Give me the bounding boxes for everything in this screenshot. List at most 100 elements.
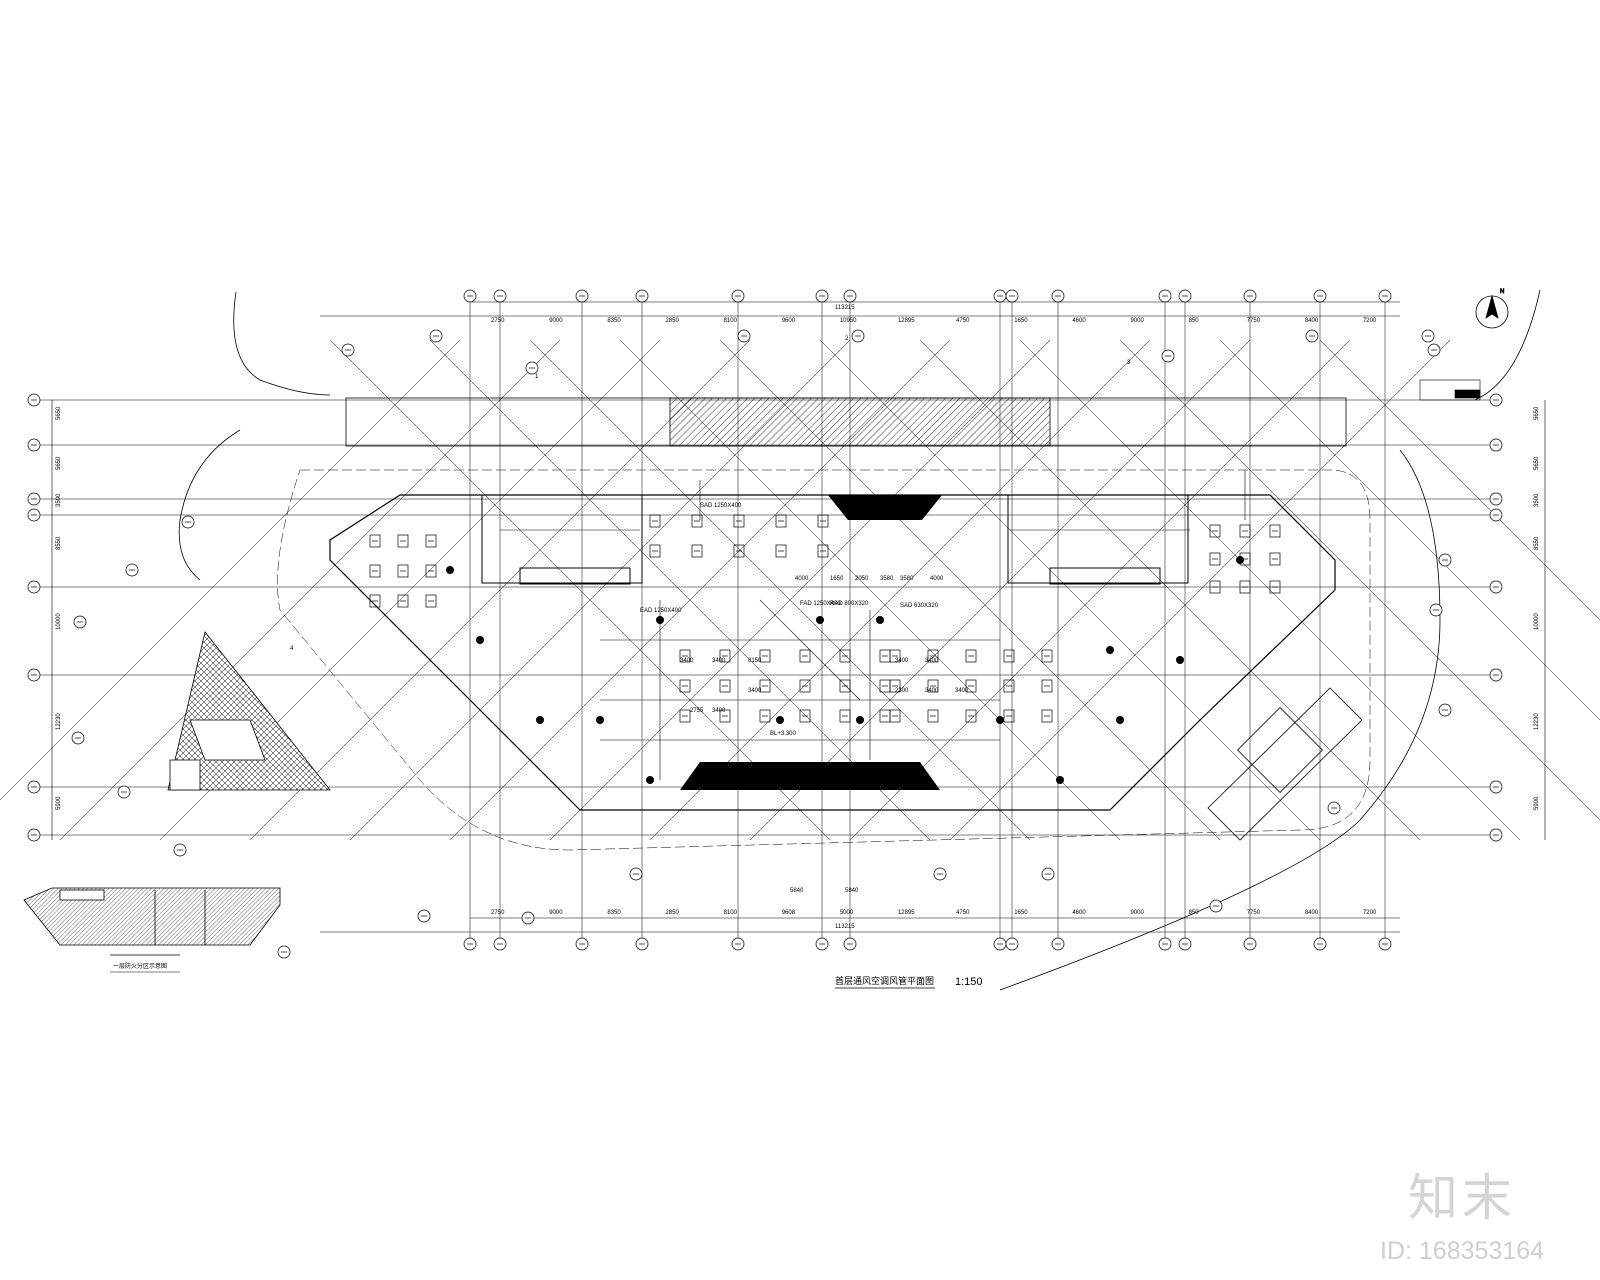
grid-axis-bubble: [181, 515, 195, 529]
grid-axis-bubble: [1041, 867, 1055, 881]
grid-axis-bubble: [1489, 393, 1503, 407]
dimension-text-bottom: 9000: [549, 910, 563, 916]
dimension-text-left: 5650: [56, 456, 62, 470]
air-terminal-box: [799, 709, 811, 723]
dimension-text-interior: 3400: [925, 658, 939, 664]
vertical-grid-lines: [469, 300, 1386, 940]
duct-annotation: BL+3.300: [770, 731, 797, 737]
grid-axis-bubble: [493, 289, 507, 303]
grid-axis-bubble: [1243, 937, 1257, 951]
grid-axis-bubble: [815, 937, 829, 951]
dimension-text-top: 9000: [549, 318, 563, 324]
grid-axis-bubble: [731, 937, 745, 951]
grid-axis-bubble: [1489, 580, 1503, 594]
dimension-text-top: 7200: [1363, 318, 1377, 324]
grid-axis-bubble: [277, 945, 291, 959]
column: [776, 716, 784, 724]
air-terminal-box: [369, 594, 381, 608]
air-terminal-box: [719, 709, 731, 723]
air-terminal-box: [1239, 524, 1251, 538]
dimension-text-top: 10950: [840, 318, 857, 324]
dimension-text-interior: 2050: [855, 576, 869, 582]
column: [656, 616, 664, 624]
dimension-text-top: 2850: [665, 318, 679, 324]
grid-axis-bubble: [1438, 703, 1452, 717]
dimension-text-right: 10000: [1534, 613, 1540, 630]
air-terminal-box: [649, 514, 661, 528]
dimension-text-bottom: 2850: [665, 910, 679, 916]
air-terminal-box: [1239, 580, 1251, 594]
watermark-logo: 知末: [1408, 1169, 1516, 1227]
dimension-text-interior: 3400: [712, 658, 726, 664]
duct-annotation: EAD 1250X400: [640, 608, 682, 614]
grid-axis-bubble: [1313, 289, 1327, 303]
grid-axis-bubbles: [27, 289, 1503, 959]
grid-axis-bubble: [463, 937, 477, 951]
air-terminal-box: [1003, 649, 1015, 663]
dimension-text-interior: 4000: [930, 576, 944, 582]
dimension-text-interior: 3580: [900, 576, 914, 582]
air-terminal-box: [691, 514, 703, 528]
atrium-voids: [680, 495, 942, 790]
dimension-text-interior: 2755: [690, 708, 704, 714]
dimension-text-right: 8550: [1534, 536, 1540, 550]
dimension-text-top: 4600: [1072, 318, 1086, 324]
column: [996, 716, 1004, 724]
dimension-text-bottom: 8400: [1305, 910, 1319, 916]
column: [476, 636, 484, 644]
fire-zone-number: 1: [535, 374, 539, 380]
grid-axis-bubble: [1429, 603, 1443, 617]
dimension-text-interior: 3400: [925, 688, 939, 694]
grid-line-diagonal: [429, 339, 931, 841]
grid-axis-bubble: [851, 329, 865, 343]
air-terminal-box: [839, 709, 851, 723]
grid-axis-bubble: [629, 867, 643, 881]
dimension-text-interior: 5840: [845, 888, 859, 894]
dimension-text-top: 9600: [782, 318, 796, 324]
grid-axis-bubble: [1178, 289, 1192, 303]
grid-axis-bubble: [525, 361, 539, 375]
air-terminal-box: [799, 649, 811, 663]
grid-axis-bubble: [27, 508, 41, 522]
dimension-text-left: 5900: [56, 796, 62, 810]
air-terminal-box: [759, 709, 771, 723]
grid-axis-bubble: [1489, 508, 1503, 522]
dimension-text-top: 4750: [956, 318, 970, 324]
grid-axis-bubble: [463, 289, 477, 303]
air-terminal-box: [759, 649, 771, 663]
air-terminal-box: [397, 594, 409, 608]
dimension-text-interior: 4000: [795, 576, 809, 582]
dimension-text-bottom: 4750: [956, 910, 970, 916]
grid-axis-bubble: [737, 329, 751, 343]
grid-line-diagonal: [529, 339, 1031, 841]
dimension-text-left: 8550: [56, 536, 62, 550]
grid-axis-bubble: [341, 343, 355, 357]
dimension-text-top: 12895: [898, 318, 915, 324]
dimension-text-top: 8350: [607, 318, 621, 324]
air-terminal-box: [649, 544, 661, 558]
dimension-text-right: 3500: [1534, 493, 1540, 507]
dimension-text-bottom: 8350: [607, 910, 621, 916]
west-triangle-zone: [167, 631, 331, 791]
dimension-text-right: 12230: [1534, 713, 1540, 730]
grid-axis-bubble: [1489, 668, 1503, 682]
grid-axis-bubble: [1421, 329, 1435, 343]
dimension-text-top: 9000: [1130, 318, 1144, 324]
column: [816, 616, 824, 624]
air-terminal-box: [817, 544, 829, 558]
dimension-text-right: 5650: [1534, 406, 1540, 420]
air-terminal-box: [679, 709, 691, 723]
dimension-text-left: 12230: [56, 713, 62, 730]
air-terminal-units: [369, 514, 1281, 723]
dimension-text-top: 8100: [724, 318, 738, 324]
grid-axis-bubble: [521, 911, 535, 925]
grid-axis-bubble: [417, 909, 431, 923]
dimension-text-top: 8400: [1305, 318, 1319, 324]
structural-columns: [446, 556, 1244, 784]
dimension-text-right: 5650: [1534, 456, 1540, 470]
grid-line-diagonal: [249, 339, 751, 841]
air-terminal-box: [927, 649, 939, 663]
fire-zone-inset: [23, 887, 281, 956]
air-terminal-box: [965, 709, 977, 723]
